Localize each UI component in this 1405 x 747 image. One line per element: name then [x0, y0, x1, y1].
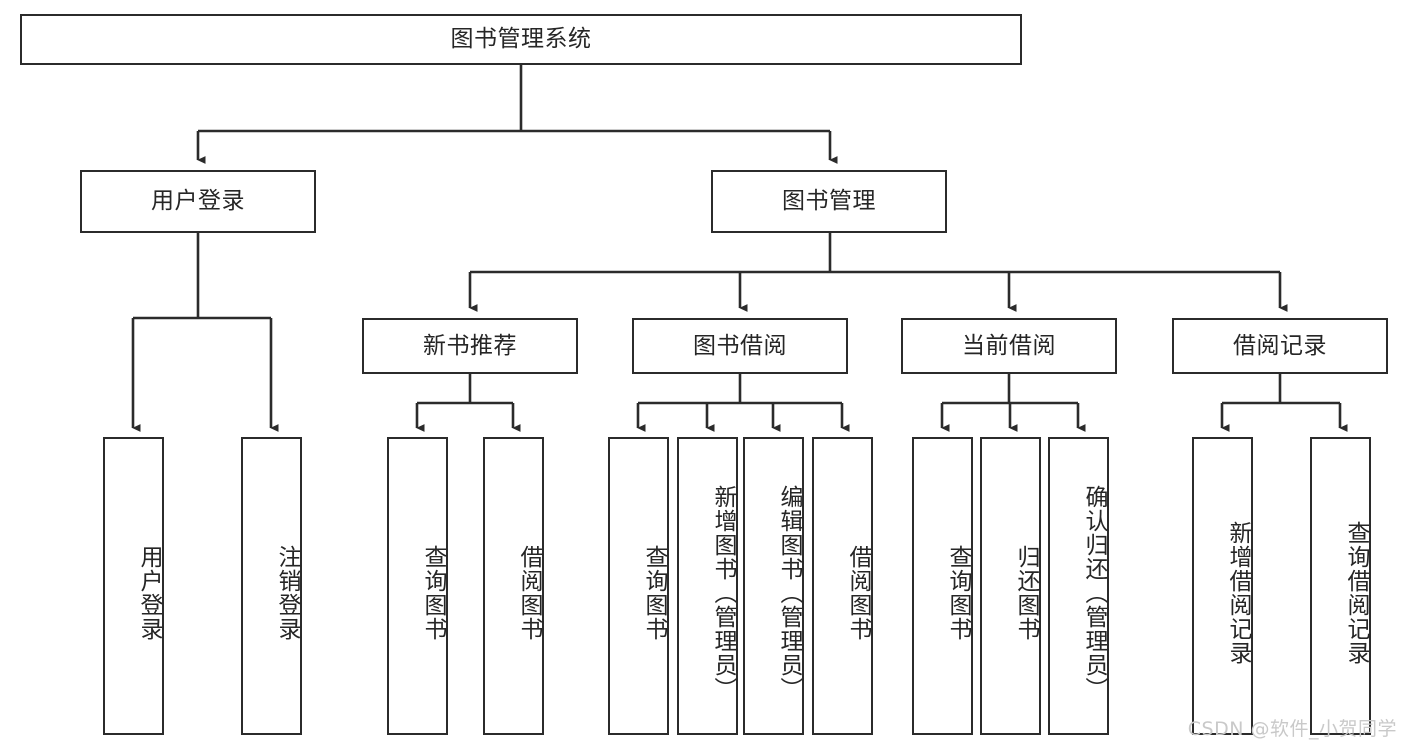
leaf-user-login-login[interactable]: 用户登录	[103, 437, 164, 735]
leaf-borrow-record-query[interactable]: 查询借阅记录	[1310, 437, 1371, 735]
node-user-login-label: 用户登录	[151, 188, 245, 215]
node-book-manage[interactable]: 图书管理	[711, 170, 947, 233]
leaf-user-login-logout[interactable]: 注销登录	[241, 437, 302, 735]
leaf-current-borrow-confirm-label: 确认归还（管理员）	[1081, 485, 1107, 701]
leaf-book-borrow-edit-label: 编辑图书（管理员）	[776, 485, 802, 701]
node-user-login[interactable]: 用户登录	[80, 170, 316, 233]
leaf-borrow-record-add-label: 新增借阅记录	[1225, 521, 1251, 665]
node-new-book-recommend[interactable]: 新书推荐	[362, 318, 578, 374]
leaf-current-borrow-return-label: 归还图书	[1013, 545, 1039, 641]
csdn-watermark: CSDN @软件_小贺同学	[1187, 718, 1397, 740]
node-root-label: 图书管理系统	[450, 26, 592, 53]
leaf-new-book-borrow[interactable]: 借阅图书	[483, 437, 544, 735]
leaf-new-book-borrow-label: 借阅图书	[516, 545, 542, 641]
leaf-current-borrow-confirm[interactable]: 确认归还（管理员）	[1048, 437, 1109, 735]
node-root[interactable]: 图书管理系统	[20, 14, 1022, 65]
leaf-current-borrow-query-label: 查询图书	[945, 545, 971, 641]
leaf-book-borrow-borrow-label: 借阅图书	[845, 545, 871, 641]
leaf-book-borrow-query[interactable]: 查询图书	[608, 437, 669, 735]
node-book-borrow[interactable]: 图书借阅	[632, 318, 848, 374]
node-new-book-recommend-label: 新书推荐	[423, 332, 517, 359]
leaf-book-borrow-query-label: 查询图书	[641, 545, 667, 641]
leaf-book-borrow-add[interactable]: 新增图书（管理员）	[677, 437, 738, 735]
node-book-borrow-label: 图书借阅	[693, 332, 787, 359]
leaf-new-book-query-label: 查询图书	[420, 545, 446, 641]
leaf-user-login-logout-label: 注销登录	[274, 545, 300, 641]
node-borrow-record[interactable]: 借阅记录	[1172, 318, 1388, 374]
leaf-user-login-login-label: 用户登录	[136, 545, 162, 641]
leaf-current-borrow-query[interactable]: 查询图书	[912, 437, 973, 735]
node-book-manage-label: 图书管理	[782, 188, 876, 215]
leaf-book-borrow-borrow[interactable]: 借阅图书	[812, 437, 873, 735]
node-borrow-record-label: 借阅记录	[1233, 332, 1327, 359]
leaf-book-borrow-edit[interactable]: 编辑图书（管理员）	[743, 437, 804, 735]
node-current-borrow-label: 当前借阅	[962, 332, 1056, 359]
leaf-borrow-record-add[interactable]: 新增借阅记录	[1192, 437, 1253, 735]
leaf-borrow-record-query-label: 查询借阅记录	[1343, 521, 1369, 665]
leaf-current-borrow-return[interactable]: 归还图书	[980, 437, 1041, 735]
node-current-borrow[interactable]: 当前借阅	[901, 318, 1117, 374]
leaf-new-book-query[interactable]: 查询图书	[387, 437, 448, 735]
leaf-book-borrow-add-label: 新增图书（管理员）	[710, 485, 736, 701]
